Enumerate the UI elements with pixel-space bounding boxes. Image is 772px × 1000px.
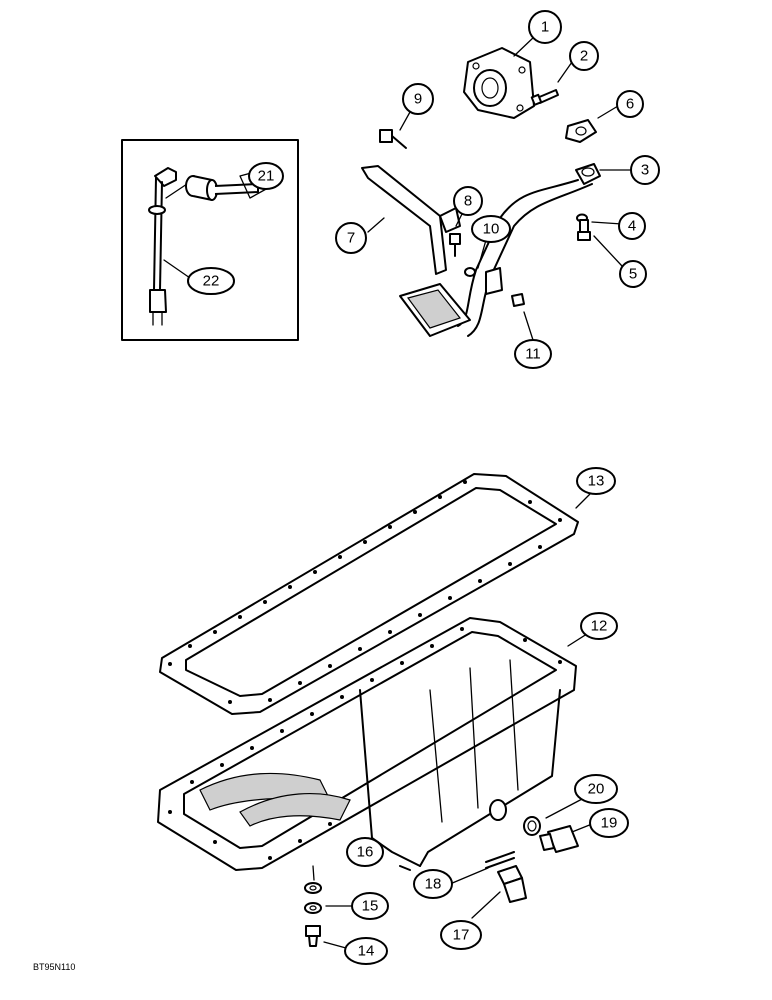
callout-9: 9 bbox=[402, 83, 434, 115]
svg-text:1: 1 bbox=[541, 19, 549, 36]
callout-8: 8 bbox=[453, 186, 483, 216]
svg-text:16: 16 bbox=[357, 844, 374, 861]
svg-text:12: 12 bbox=[591, 618, 608, 635]
svg-text:3: 3 bbox=[641, 162, 649, 179]
suction-tube-part bbox=[457, 163, 601, 337]
callout-15: 15 bbox=[351, 892, 389, 920]
support-bracket-part bbox=[361, 165, 461, 275]
callout-18: 18 bbox=[413, 869, 453, 899]
nut-11-part bbox=[511, 293, 525, 307]
svg-text:4: 4 bbox=[628, 218, 636, 235]
callout-10: 10 bbox=[471, 215, 511, 243]
drain-fitting-17-part bbox=[497, 865, 527, 903]
inset-frame bbox=[121, 139, 299, 341]
svg-text:22: 22 bbox=[203, 273, 220, 290]
figure-code: BT95N110 bbox=[33, 962, 75, 972]
svg-text:11: 11 bbox=[525, 346, 541, 363]
washer-10-part bbox=[464, 267, 476, 277]
callout-22: 22 bbox=[187, 267, 235, 295]
callout-6: 6 bbox=[616, 90, 644, 118]
svg-text:5: 5 bbox=[629, 266, 637, 283]
callout-2: 2 bbox=[569, 41, 599, 71]
svg-text:17: 17 bbox=[453, 927, 470, 944]
callout-14: 14 bbox=[344, 937, 388, 965]
plug-19-part bbox=[539, 825, 579, 853]
callout-7: 7 bbox=[335, 222, 367, 254]
svg-text:19: 19 bbox=[601, 815, 618, 832]
svg-text:2: 2 bbox=[580, 48, 588, 65]
washer-15-part bbox=[304, 902, 322, 914]
svg-text:7: 7 bbox=[347, 230, 355, 247]
oil-pan-gasket-part bbox=[159, 473, 579, 715]
callout-13: 13 bbox=[576, 467, 616, 495]
bolt-9-part bbox=[379, 129, 407, 149]
capscrew-part bbox=[530, 89, 559, 106]
svg-text:6: 6 bbox=[626, 96, 634, 113]
gasket-part bbox=[565, 119, 597, 143]
callout-20: 20 bbox=[574, 774, 618, 804]
dipstick-tube-part bbox=[148, 167, 191, 326]
svg-text:10: 10 bbox=[483, 221, 500, 238]
callout-3: 3 bbox=[630, 155, 660, 185]
callout-1: 1 bbox=[528, 10, 562, 44]
callout-4: 4 bbox=[618, 212, 646, 240]
svg-text:8: 8 bbox=[464, 193, 472, 210]
svg-text:21: 21 bbox=[258, 168, 275, 185]
svg-text:15: 15 bbox=[362, 898, 379, 915]
callout-19: 19 bbox=[589, 808, 629, 838]
washer-20-part bbox=[523, 816, 541, 836]
seal-18-part bbox=[485, 851, 515, 869]
svg-text:18: 18 bbox=[425, 876, 442, 893]
oil-strainer-part bbox=[399, 283, 471, 337]
oil-pan-part bbox=[157, 617, 577, 871]
washer-16-part bbox=[304, 882, 322, 894]
callout-5: 5 bbox=[619, 260, 647, 288]
svg-text:9: 9 bbox=[414, 91, 422, 108]
bolt-8-part bbox=[449, 233, 461, 257]
stud-14-part bbox=[305, 925, 321, 947]
svg-text:13: 13 bbox=[588, 473, 605, 490]
capscrew-5-part bbox=[577, 219, 591, 241]
svg-text:14: 14 bbox=[358, 943, 375, 960]
callout-16: 16 bbox=[346, 837, 384, 867]
oil-pump-part bbox=[463, 47, 535, 119]
callout-12: 12 bbox=[580, 612, 618, 640]
svg-text:20: 20 bbox=[588, 781, 605, 798]
callout-11: 11 bbox=[514, 339, 552, 369]
callout-21: 21 bbox=[248, 162, 284, 190]
callout-17: 17 bbox=[440, 920, 482, 950]
